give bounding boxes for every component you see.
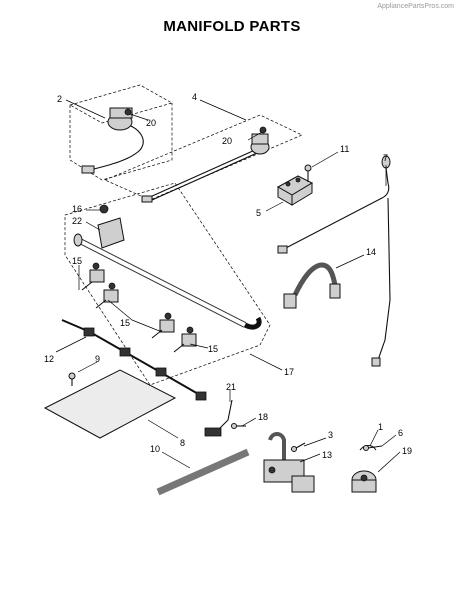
part-21-ignitor xyxy=(204,399,233,437)
callout-1: 1 xyxy=(378,422,383,432)
leader-19 xyxy=(377,451,401,473)
leader-5 xyxy=(265,201,284,212)
callout-15: 15 xyxy=(120,318,130,328)
callout-9: 9 xyxy=(95,354,100,364)
part-15-valve xyxy=(81,262,105,291)
part-7-tube-upper xyxy=(281,167,390,251)
callout-3: 3 xyxy=(328,430,333,440)
leader-20a xyxy=(129,113,149,121)
leader-15b-2 xyxy=(131,319,163,333)
callout-21: 21 xyxy=(226,382,236,392)
part-11-screw xyxy=(304,164,312,182)
callout-19: 19 xyxy=(402,446,412,456)
callout-2: 2 xyxy=(57,94,62,104)
leader-9 xyxy=(77,361,98,373)
callout-17: 17 xyxy=(284,367,294,377)
callout-13: 13 xyxy=(322,450,332,460)
part-16-screw xyxy=(99,204,109,214)
leader-14 xyxy=(335,254,365,269)
watermark: AppliancePartsPros.com xyxy=(377,3,454,10)
part-5-block xyxy=(276,175,314,206)
part-15-valve xyxy=(173,326,197,353)
leader-8 xyxy=(147,419,179,439)
part-3-screw xyxy=(291,442,306,452)
callout-18: 18 xyxy=(258,412,268,422)
part-8-plate xyxy=(43,369,177,439)
callout-6: 6 xyxy=(398,428,403,438)
leader-10 xyxy=(161,451,191,469)
part-13-regulator xyxy=(263,432,315,493)
part-15-valve xyxy=(151,312,175,339)
callout-12: 12 xyxy=(44,354,54,364)
callout-14: 14 xyxy=(366,247,376,257)
callout-20: 20 xyxy=(146,118,156,128)
callout-16: 16 xyxy=(72,204,82,214)
leader-22 xyxy=(85,221,101,231)
leader-15c xyxy=(189,343,209,349)
callout-5: 5 xyxy=(256,208,261,218)
leader-12 xyxy=(55,336,87,353)
part-7-fitting-left xyxy=(277,245,288,254)
leader-1 xyxy=(369,429,379,447)
leader-11 xyxy=(311,151,339,168)
part-7-fitting-bottom xyxy=(371,357,381,367)
part-14-flex-tube xyxy=(283,262,341,309)
callout-8: 8 xyxy=(180,438,185,448)
group-box-part-17 xyxy=(64,182,271,386)
part-7-tube-lower xyxy=(377,197,391,361)
part-17-manifold xyxy=(73,233,262,330)
leader-3 xyxy=(303,437,327,447)
group-box-part-4 xyxy=(104,114,303,201)
callout-7: 7 xyxy=(383,153,388,163)
callout-15: 15 xyxy=(72,256,82,266)
leader-13 xyxy=(299,453,321,463)
part-22-bracket xyxy=(97,217,125,249)
part-18-screw xyxy=(231,423,246,429)
part-10-bar xyxy=(156,448,250,496)
callout-22: 22 xyxy=(72,216,82,226)
leader-6 xyxy=(381,434,397,447)
callout-20: 20 xyxy=(222,136,232,146)
callout-15: 15 xyxy=(208,344,218,354)
leader-2 xyxy=(65,99,106,119)
part-15-valve xyxy=(95,282,119,309)
callout-10: 10 xyxy=(150,444,160,454)
part-12-harness xyxy=(61,319,207,401)
part-9-screw xyxy=(68,372,76,386)
group-box-part-2-sides xyxy=(69,103,173,181)
part-1-clip xyxy=(359,444,377,451)
leader-18 xyxy=(241,417,257,427)
part-2-valve-tube xyxy=(81,107,144,174)
part-19-pressure-regulator xyxy=(351,470,377,493)
part-4-valve-tube xyxy=(141,126,270,203)
callout-4: 4 xyxy=(192,92,197,102)
page-title: MANIFOLD PARTS xyxy=(163,18,301,35)
leader-4 xyxy=(199,99,247,121)
leader-20b xyxy=(247,131,263,141)
part-6-screw xyxy=(363,445,383,451)
callout-11: 11 xyxy=(340,144,349,154)
leader-17 xyxy=(249,353,283,371)
leader-15b xyxy=(107,299,133,321)
